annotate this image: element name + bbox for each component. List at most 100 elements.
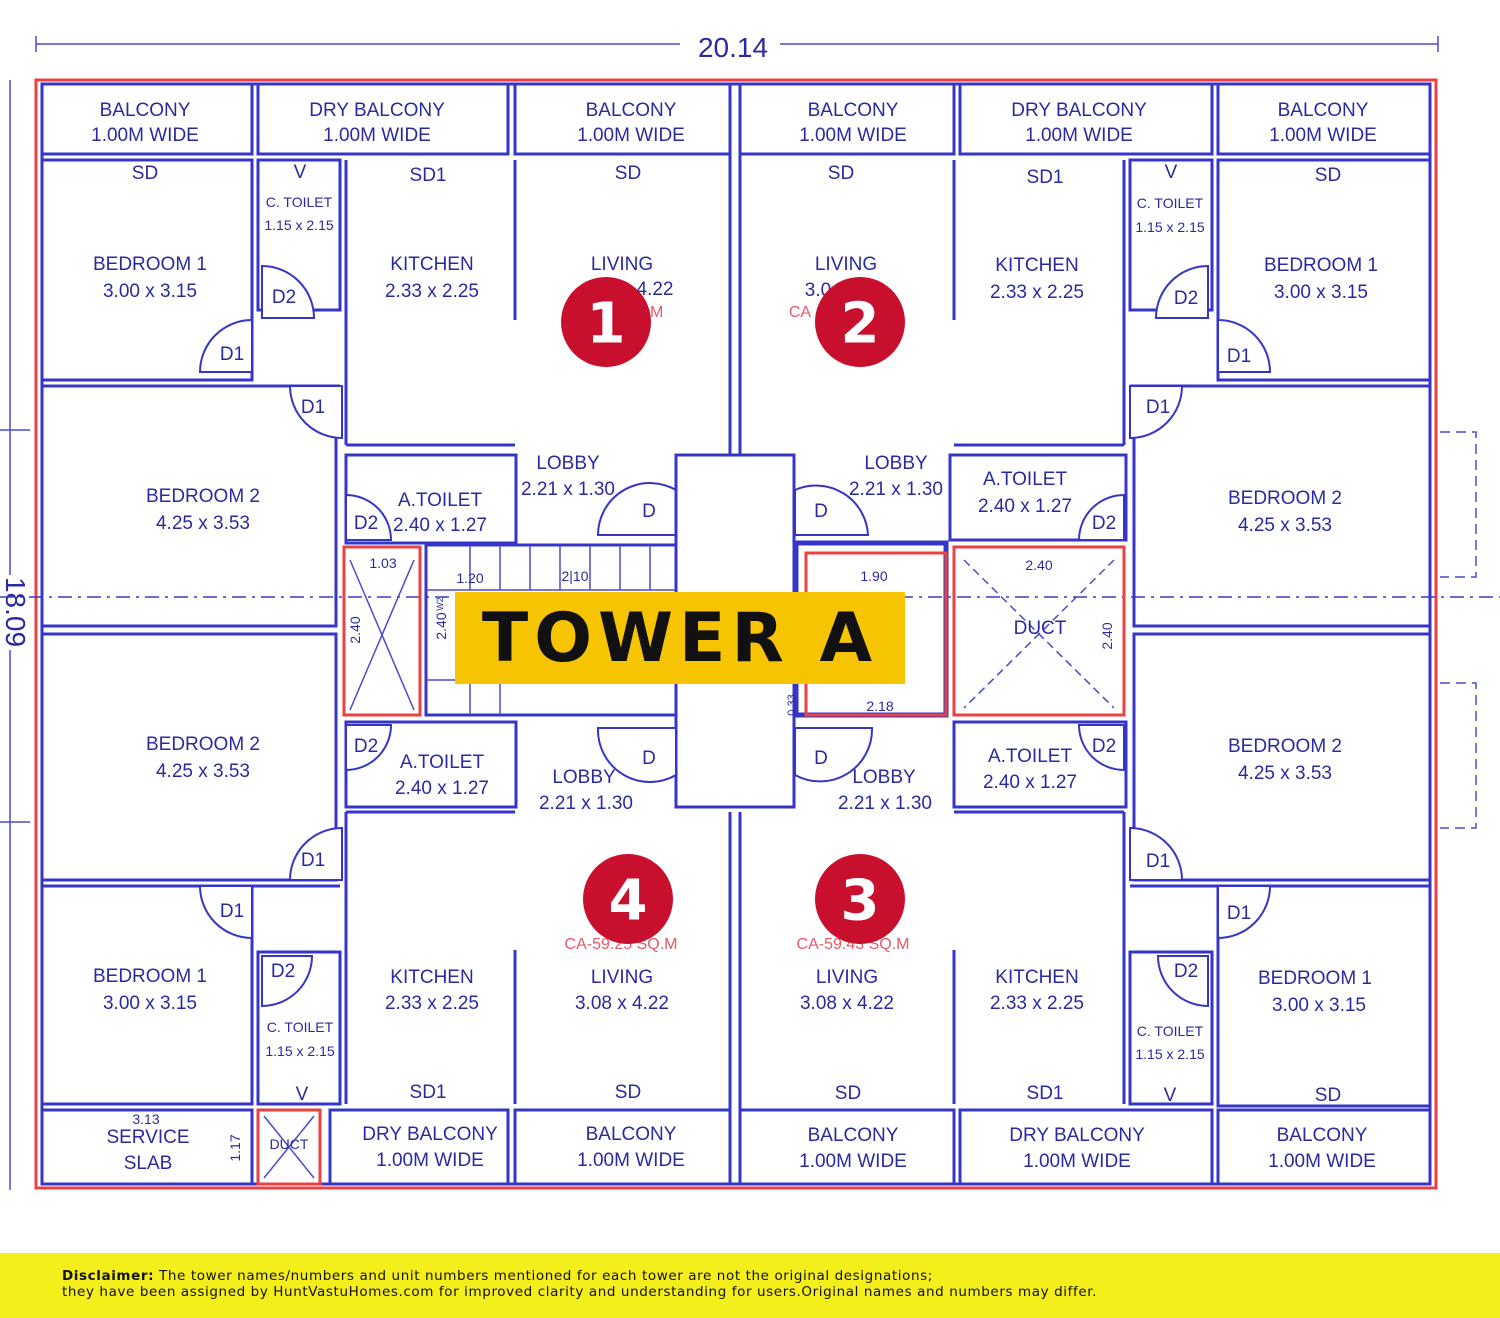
kitchen-label: KITCHEN xyxy=(390,967,473,988)
kitchen-label: KITCHEN xyxy=(390,254,473,275)
living-label: LIVING xyxy=(815,254,877,275)
top-balconies: BALCONY 1.00M WIDE DRY BALCONY 1.00M WID… xyxy=(40,82,1432,156)
c-toilet-size: 1.15 x 2.15 xyxy=(264,217,333,233)
lobby-label: LOBBY xyxy=(852,767,916,788)
lobby-size: 2.21 x 1.30 xyxy=(521,479,615,500)
door-tag-d1: D1 xyxy=(301,397,325,418)
balcony-label: BALCONY xyxy=(100,100,191,121)
unit-badge-1: 1 xyxy=(561,277,651,367)
stair-height: 2.40 xyxy=(433,612,449,639)
door-tag-v: V xyxy=(294,162,307,183)
disclaimer-label: Disclaimer: xyxy=(62,1268,155,1284)
tower-label: TOWER A xyxy=(455,592,905,684)
dry-balcony-label: DRY BALCONY xyxy=(1009,1125,1145,1146)
duct-label: DUCT xyxy=(270,1136,309,1152)
a-toilet-size: 2.40 x 1.27 xyxy=(978,496,1072,517)
balcony-label: BALCONY xyxy=(586,1124,677,1145)
bedroom2-label: BEDROOM 2 xyxy=(146,486,260,507)
door-tag-d: D xyxy=(642,748,656,769)
a-toilet-label: A.TOILET xyxy=(983,469,1068,490)
lift-width: 1.90 xyxy=(860,568,887,584)
door-tag-d1: D1 xyxy=(220,344,244,365)
living-label: LIVING xyxy=(591,967,653,988)
door-tag-sd1: SD1 xyxy=(1027,1083,1064,1104)
bedroom1-size: 3.00 x 3.15 xyxy=(103,281,197,302)
bedroom1-label: BEDROOM 1 xyxy=(1264,255,1378,276)
c-toilet-label: C. TOILET xyxy=(1137,1023,1204,1039)
service-slab-label: SERVICE xyxy=(106,1127,189,1148)
disclaimer-text-2: they have been assigned by HuntVastuHome… xyxy=(62,1284,1098,1300)
lobby-label: LOBBY xyxy=(552,767,616,788)
a-toilet-label: A.TOILET xyxy=(988,746,1073,767)
bedroom2-size: 4.25 x 3.53 xyxy=(1238,515,1332,536)
door-tag-sd1: SD1 xyxy=(1027,167,1064,188)
service-slab-width: 3.13 xyxy=(132,1111,159,1127)
dry-balcony-label: DRY BALCONY xyxy=(309,100,445,121)
balcony-label: BALCONY xyxy=(586,100,677,121)
kitchen-label: KITCHEN xyxy=(995,967,1078,988)
unit-2-rooms: SD SD1 V SD LIVING 3.0 CA KITCHEN 2.33 x… xyxy=(738,84,1432,628)
balcony-label: BALCONY xyxy=(1277,1125,1368,1146)
service-slab-height: 1.17 xyxy=(227,1134,243,1161)
door-tag-v: V xyxy=(296,1084,309,1105)
bedroom2-size: 4.25 x 3.53 xyxy=(1238,763,1332,784)
door-tag-d2: D2 xyxy=(1092,513,1116,534)
door-tag-sd: SD xyxy=(835,1083,861,1104)
lobby-size: 2.21 x 1.30 xyxy=(849,479,943,500)
door-tag-d2: D2 xyxy=(1174,961,1198,982)
door-tag-sd: SD xyxy=(1315,1085,1341,1106)
door-tag-d: D xyxy=(814,501,828,522)
door-tag-sd1: SD1 xyxy=(410,165,447,186)
c-toilet-label: C. TOILET xyxy=(267,1019,334,1035)
door-tag-sd: SD xyxy=(615,163,641,184)
unit-badges: 1 2 3 4 xyxy=(561,277,905,944)
unit-3-rooms: LOBBY 2.21 x 1.30 D A.TOILET 2.40 x 1.27… xyxy=(738,632,1432,1184)
carpet-area: CA xyxy=(789,304,812,321)
door-tag-d2: D2 xyxy=(354,736,378,757)
a-toilet-size: 2.40 x 1.27 xyxy=(393,515,487,536)
balcony-size: 1.00M WIDE xyxy=(799,125,907,146)
unit-number-4: 4 xyxy=(609,869,648,934)
bedroom2-size: 4.25 x 3.53 xyxy=(156,513,250,534)
door-tag-sd: SD xyxy=(615,1082,641,1103)
unit-4-rooms: BEDROOM 2 4.25 x 3.53 D2 A.TOILET 2.40 x… xyxy=(40,632,732,1184)
a-toilet-size: 2.40 x 1.27 xyxy=(983,772,1077,793)
living-label: LIVING xyxy=(816,967,878,988)
unit-badge-2: 2 xyxy=(815,277,905,367)
living-size: 3.08 x 4.22 xyxy=(800,993,894,1014)
door-tag-sd: SD xyxy=(132,163,158,184)
bedroom1-label: BEDROOM 1 xyxy=(93,966,207,987)
c-toilet-label: C. TOILET xyxy=(266,194,333,210)
bedroom1-size: 3.00 x 3.15 xyxy=(1274,282,1368,303)
balcony-size: 1.00M WIDE xyxy=(91,125,199,146)
lobby-label: LOBBY xyxy=(536,453,600,474)
door-tag-v: V xyxy=(1165,162,1178,183)
kitchen-size: 2.33 x 2.25 xyxy=(990,282,1084,303)
unit-badge-3: 3 xyxy=(815,854,905,944)
dry-balcony-label: DRY BALCONY xyxy=(362,1124,498,1145)
overall-depth-dimension: 18.09 xyxy=(0,80,31,1190)
carpet-area: CA-59.43 SQ.M xyxy=(797,936,910,953)
door-tag-d2: D2 xyxy=(271,961,295,982)
unit-number-2: 2 xyxy=(841,292,880,357)
bedroom2-label: BEDROOM 2 xyxy=(1228,736,1342,757)
balcony-label: BALCONY xyxy=(808,100,899,121)
bedroom2-size: 4.25 x 3.53 xyxy=(156,761,250,782)
balcony-size: 1.00M WIDE xyxy=(799,1151,907,1172)
dry-balcony-size: 1.00M WIDE xyxy=(1025,125,1133,146)
bedroom1-size: 3.00 x 3.15 xyxy=(103,993,197,1014)
door-tag-sd1: SD1 xyxy=(410,1082,447,1103)
door-tag-d1: D1 xyxy=(301,850,325,871)
bedroom2-label: BEDROOM 2 xyxy=(1228,488,1342,509)
unit-number-1: 1 xyxy=(587,292,626,357)
stair-w2: W2 xyxy=(435,597,445,611)
balcony-size: 1.00M WIDE xyxy=(577,125,685,146)
a-toilet-label: A.TOILET xyxy=(400,752,485,773)
disclaimer-line-1: Disclaimer: The tower names/numbers and … xyxy=(62,1268,1500,1284)
balcony-label: BALCONY xyxy=(1278,100,1369,121)
overall-width-label: 20.14 xyxy=(698,32,768,63)
overall-depth-label: 18.09 xyxy=(0,577,31,647)
dry-balcony-label: DRY BALCONY xyxy=(1011,100,1147,121)
bottom-balconies: 3.13 SERVICE SLAB 1.17 DUCT DRY BALCONY … xyxy=(40,1108,1432,1186)
balcony-size: 1.00M WIDE xyxy=(1269,125,1377,146)
